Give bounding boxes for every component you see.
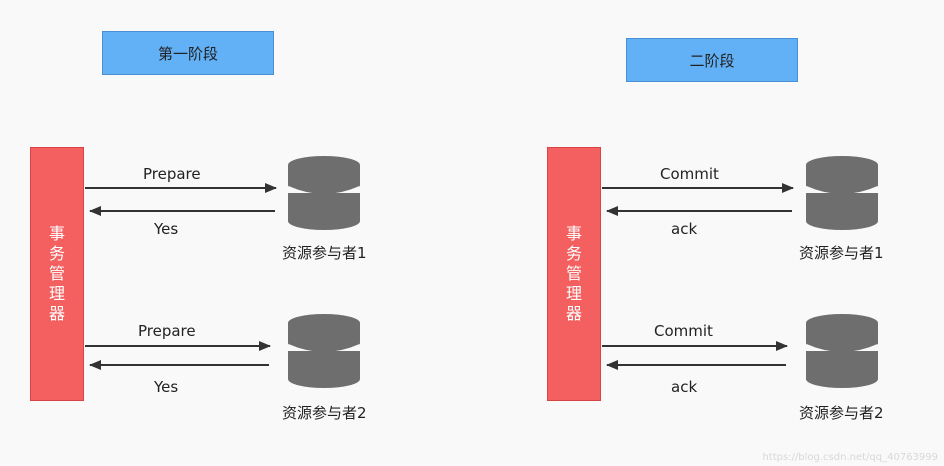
database-icon <box>287 314 361 388</box>
resource-participant-label: 资源参与者2 <box>282 404 367 422</box>
phase1-title: 第一阶段 <box>102 31 274 75</box>
response-label: ack <box>671 378 698 396</box>
request-label: Commit <box>654 322 713 340</box>
database-icon <box>805 314 879 388</box>
response-label: ack <box>671 220 698 238</box>
database-icon <box>287 156 361 230</box>
resource-participant-label: 资源参与者1 <box>282 244 367 262</box>
manager-char: 务 <box>48 244 65 263</box>
resource-participant-label: 资源参与者1 <box>799 244 884 262</box>
response-label: Yes <box>154 378 179 396</box>
transaction-manager-phase2: 事 务 管 理 器 <box>547 147 601 401</box>
manager-char: 管 <box>565 264 582 283</box>
manager-char: 理 <box>565 284 582 303</box>
manager-char: 管 <box>48 264 65 283</box>
manager-char: 理 <box>48 284 65 303</box>
manager-char: 事 <box>565 224 582 243</box>
manager-char: 事 <box>48 224 65 243</box>
response-label: Yes <box>154 220 179 238</box>
manager-char: 器 <box>565 304 582 323</box>
resource-participant-label: 资源参与者2 <box>799 404 884 422</box>
request-label: Prepare <box>143 165 201 183</box>
request-label: Commit <box>660 165 719 183</box>
manager-char: 务 <box>565 244 582 263</box>
database-icon <box>805 156 879 230</box>
transaction-manager-phase1: 事 务 管 理 器 <box>30 147 84 401</box>
watermark: https://blog.csdn.net/qq_40763999 <box>762 452 938 463</box>
phase2-title: 二阶段 <box>626 38 798 82</box>
manager-char: 器 <box>48 304 65 323</box>
request-label: Prepare <box>138 322 196 340</box>
